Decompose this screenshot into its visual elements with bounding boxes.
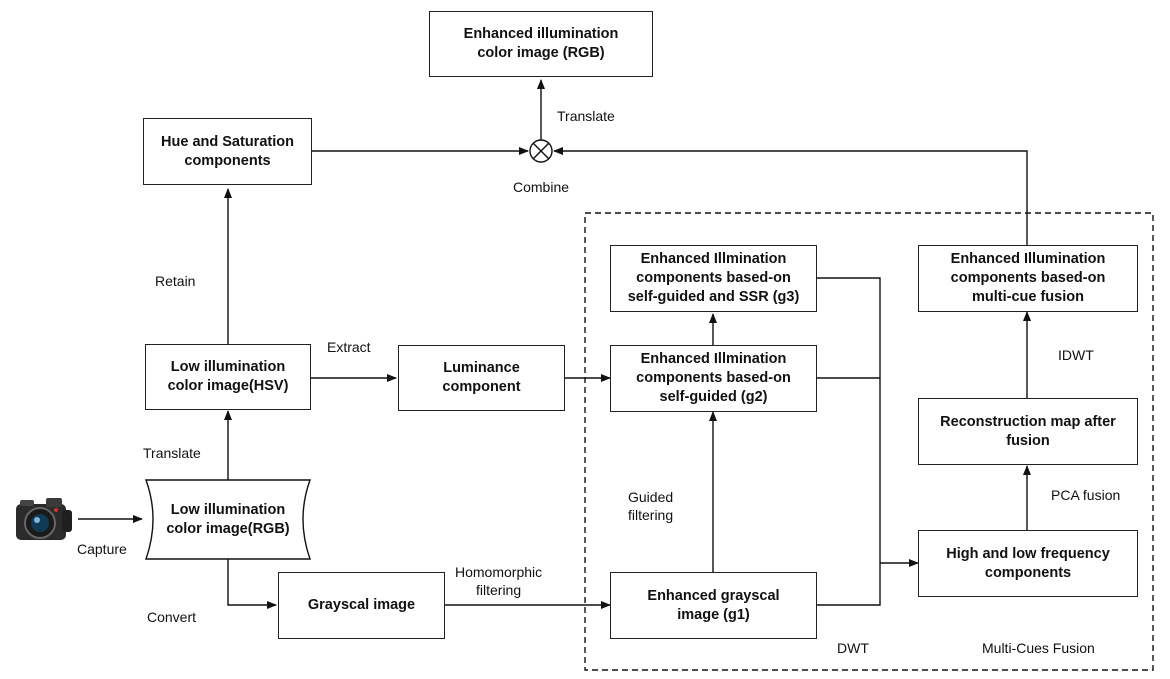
g2-box: Enhanced Illmination components based-on… [610,345,817,412]
grayscale-box: Grayscal image [278,572,445,639]
camera-icon [16,498,72,540]
hue-saturation-box: Hue and Saturation components [143,118,312,185]
enhanced-rgb-box: Enhanced illumination color image (RGB) [429,11,653,77]
label-translate-left: Translate [143,445,201,461]
high-low-box: High and low frequency components [918,530,1138,597]
label-pca: PCA fusion [1051,487,1121,503]
bus-g3 [817,277,881,563]
low-rgb-shape [145,479,311,560]
arrow-rgb-to-grayscale [227,559,277,609]
multi-cue-box: Enhanced Illumination components based-o… [918,245,1138,312]
label-capture: Capture [77,541,127,557]
combine-circle-icon [529,139,553,163]
label-retain: Retain [155,273,196,289]
label-region: Multi-Cues Fusion [982,640,1095,656]
label-idwt: IDWT [1058,347,1094,363]
label-extract: Extract [327,339,371,355]
label-translate-top: Translate [557,108,615,124]
arrow-multicue-to-combine [553,147,1028,245]
low-hsv-box: Low illumination color image(HSV) [145,344,311,410]
label-combine: Combine [513,179,570,195]
label-dwt: DWT [837,640,869,656]
label-convert: Convert [147,609,197,625]
reconstruction-box: Reconstruction map after fusion [918,398,1138,465]
g1-box: Enhanced grayscal image (g1) [610,572,817,639]
label-homomorphic: Homomorphic filtering [455,564,543,599]
bus-g1 [817,563,881,606]
g3-box: Enhanced Illmination components based-on… [610,245,817,312]
luminance-box: Luminance component [398,345,565,411]
low-rgb-box: Low illumination color image(RGB) [166,501,290,537]
multi-cues-fusion-region [584,212,1154,671]
label-guided: Guided filtering [628,489,674,524]
